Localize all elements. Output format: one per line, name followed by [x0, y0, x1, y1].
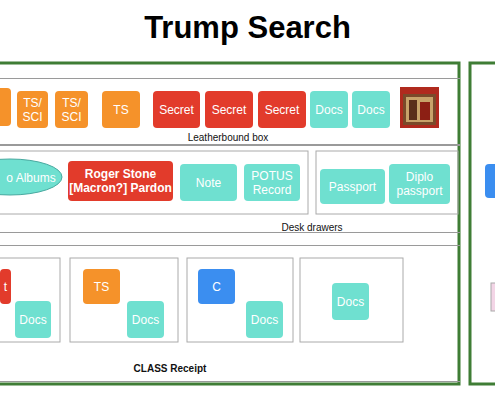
drawer-outline [0, 151, 308, 214]
item-box: C [198, 269, 235, 304]
group-band: Desk drawers o Albums Roger Stone [Macron?… [0, 145, 460, 233]
group-band: Leatherbound box TS/ SCITS/ SCI TS Secret Se… [0, 78, 460, 145]
item-box: Docs [332, 283, 369, 320]
item-label: TS/ SCI [55, 96, 88, 124]
item-label: Docs [132, 313, 159, 327]
group-label: Desk drawers [252, 221, 372, 235]
item-box: Secret [205, 91, 253, 128]
item-label: Docs [19, 313, 46, 327]
green-frame [470, 63, 495, 384]
receipt-outline [0, 258, 60, 342]
group-label: CLASS Receipt [110, 362, 230, 376]
receipt-outline [187, 258, 293, 342]
item-label: Docs [337, 295, 364, 309]
item-label: Secret [159, 103, 194, 117]
item-box: TS [83, 269, 120, 304]
item-box: Note [180, 164, 237, 201]
item-box: Docs [127, 301, 164, 338]
item-box: TS/ SCI [55, 91, 88, 128]
item-label: Diplo passport [389, 170, 450, 198]
item-box: TS/ SCI [17, 91, 48, 128]
item-label: Roger Stone [Macron?] Pardon [68, 167, 173, 195]
item-box: Roger Stone [Macron?] Pardon [68, 161, 173, 201]
item-label: Secret [212, 103, 247, 117]
cut-box [491, 283, 495, 311]
item-box: t [0, 269, 11, 304]
item-box: Docs [246, 301, 283, 338]
item-label: TS [94, 280, 109, 294]
item-label: Docs [251, 313, 278, 327]
item-label: Secret [265, 103, 300, 117]
item-box: Docs [15, 301, 51, 338]
item-label: Passport [329, 180, 376, 194]
item-box: Diplo passport [389, 164, 450, 204]
item-label: POTUS Record [244, 169, 300, 197]
item-label: Docs [357, 103, 384, 117]
group-label: Leatherbound box [128, 131, 328, 145]
diagram-title: Trump Search [0, 10, 495, 46]
cut-box [485, 164, 495, 198]
item-label: t [4, 280, 7, 294]
item-label: Docs [315, 103, 342, 117]
group-band: CLASS ReceipttDocsTSDocsCDocsDocs [0, 245, 460, 382]
receipt-outline [300, 258, 403, 342]
item-label: Note [196, 176, 221, 190]
item-box: Docs [310, 91, 348, 128]
album-ellipse [0, 159, 62, 195]
item-box: o Albums [2, 161, 60, 195]
item-box: Secret [153, 91, 200, 128]
cut-box [0, 88, 11, 126]
receipt-outline [70, 258, 178, 342]
item-box: TS [102, 91, 140, 128]
item-box: POTUS Record [244, 164, 300, 201]
item-label: TS/ SCI [17, 96, 48, 124]
item-label: C [212, 280, 221, 294]
item-label: o Albums [6, 171, 55, 185]
green-frame [0, 63, 459, 384]
magazine-cover [400, 87, 439, 128]
item-label: TS [113, 103, 128, 117]
item-box: Secret [258, 91, 306, 128]
drawer-outline [316, 151, 458, 214]
item-box: Passport [320, 169, 385, 204]
item-box: Docs [352, 91, 390, 128]
